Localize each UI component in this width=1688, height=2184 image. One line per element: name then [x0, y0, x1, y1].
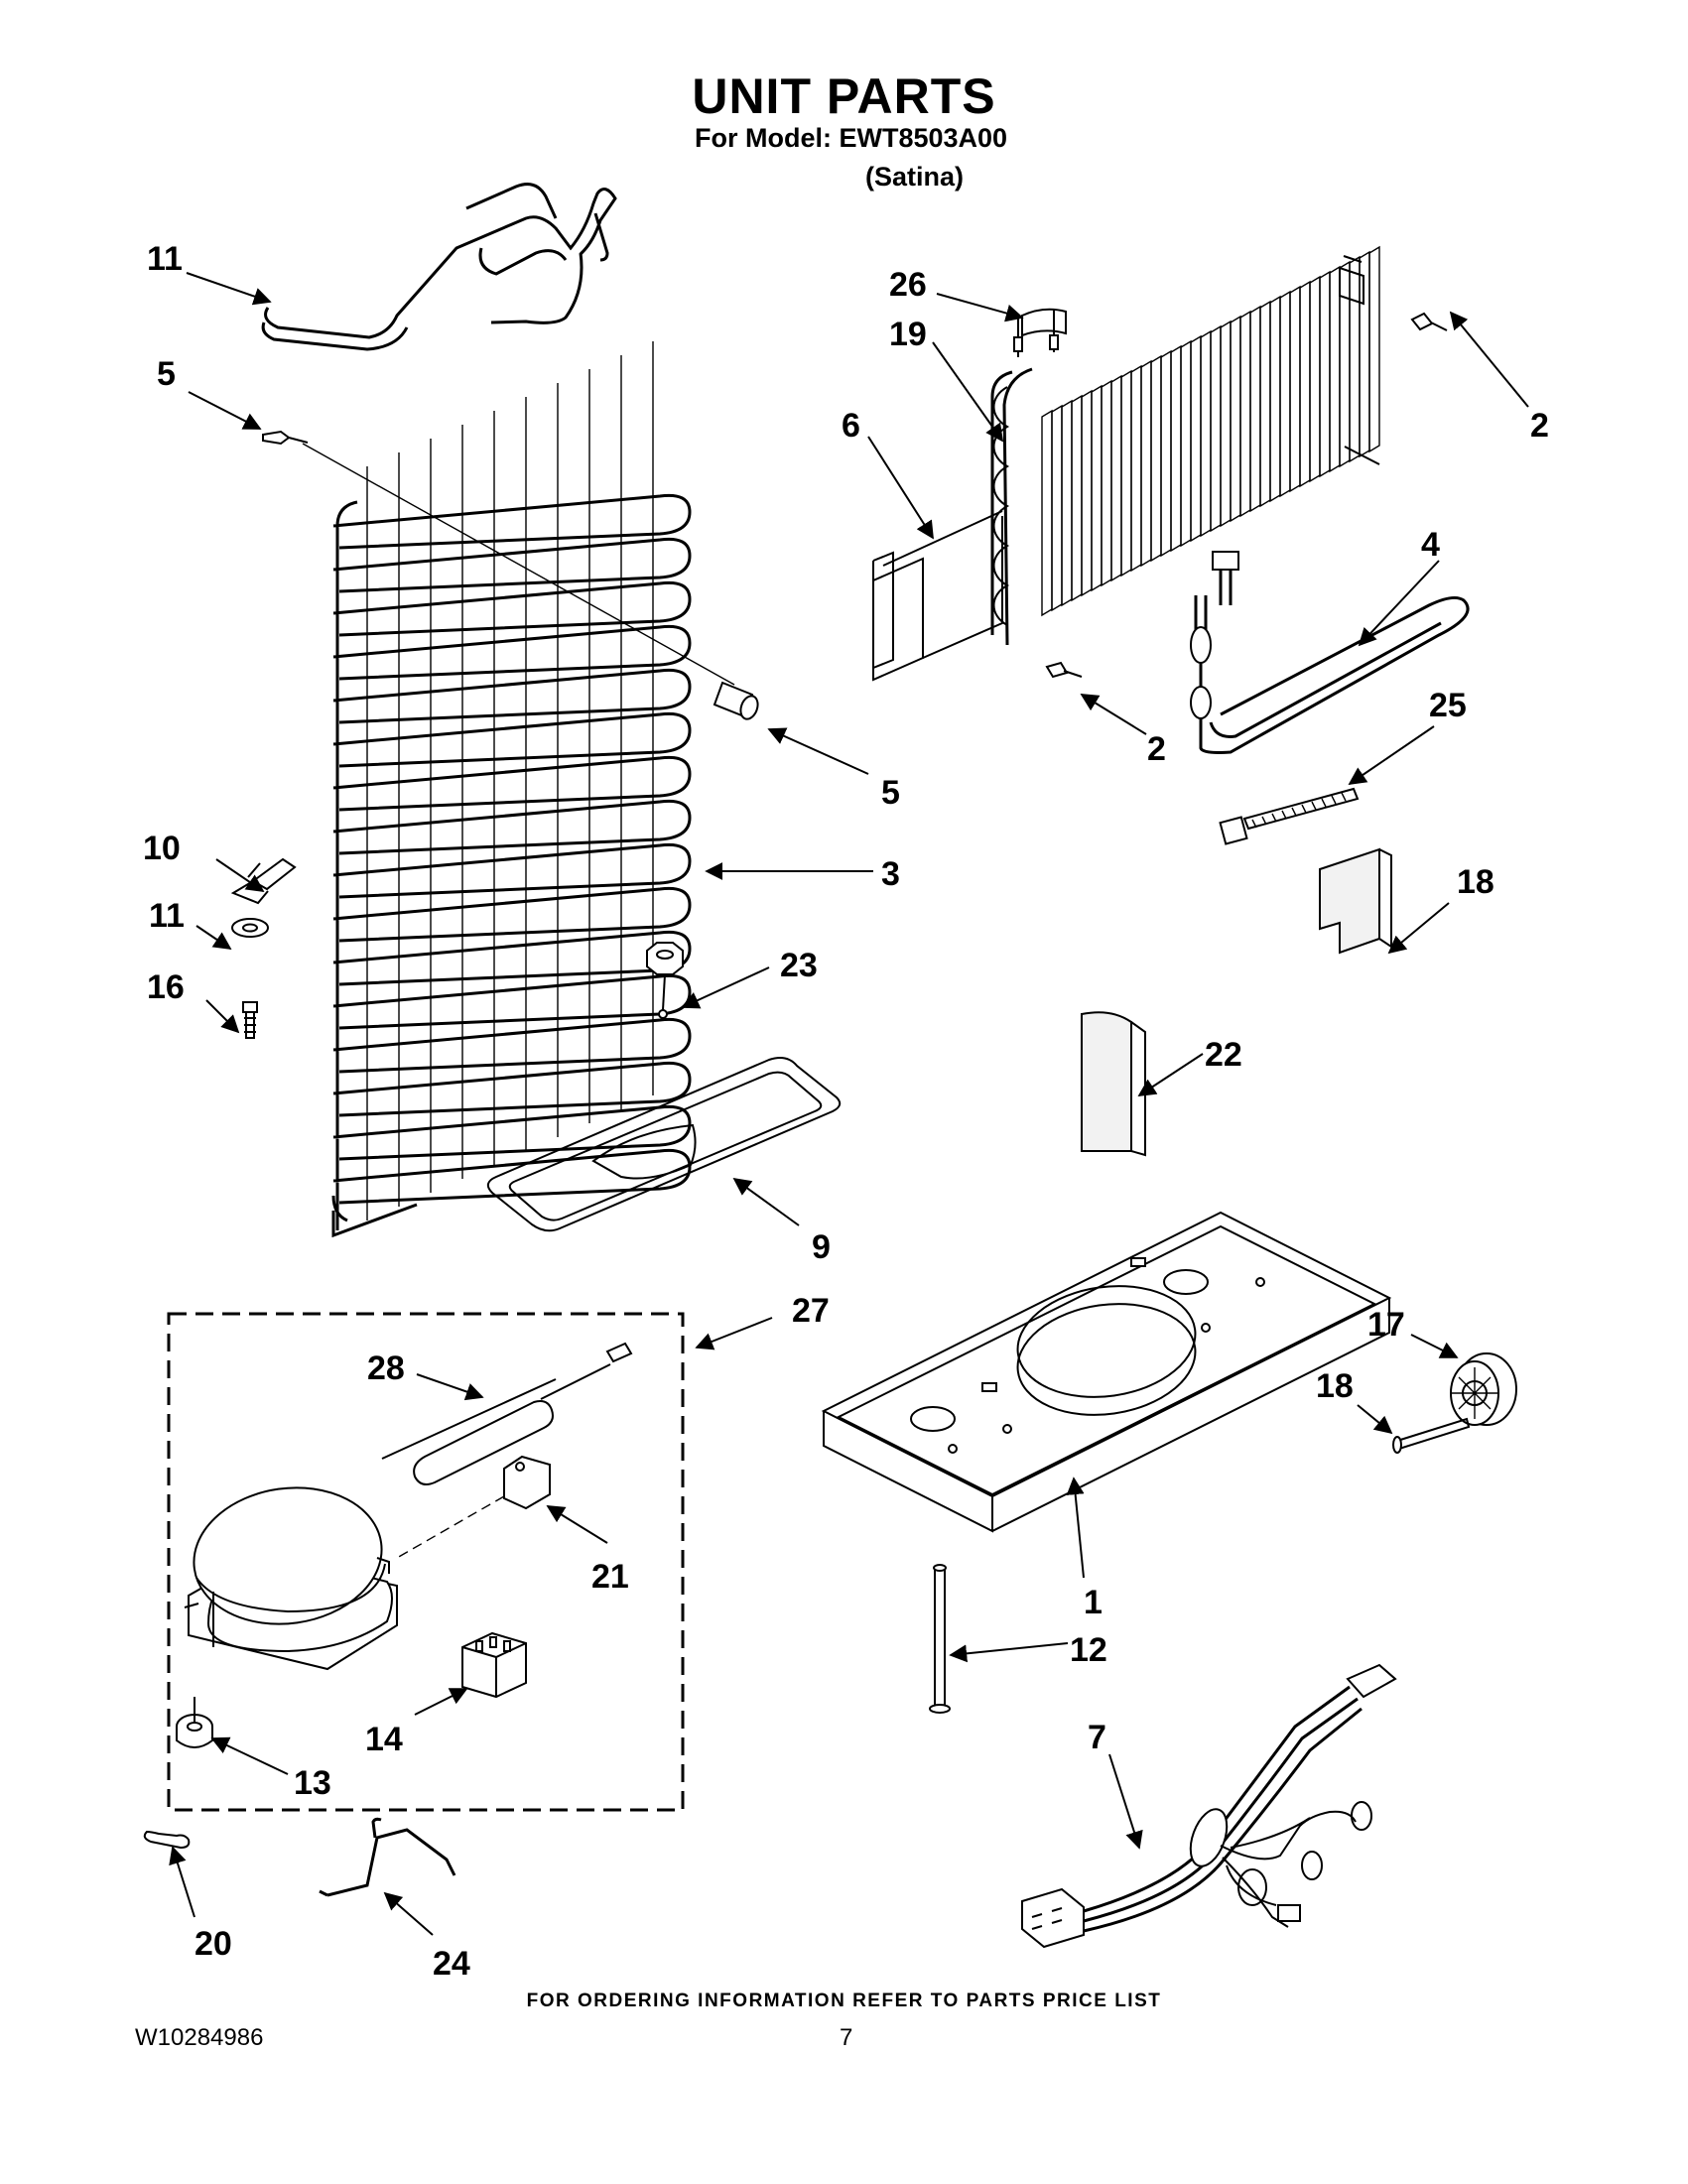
- part-26-cable-tie: [1219, 787, 1360, 845]
- part-14-grommet: [176, 1697, 213, 1748]
- part-10-bracket: [230, 857, 297, 905]
- callout-19: 18: [1457, 863, 1494, 901]
- callout-24: 23: [780, 947, 818, 984]
- part-4-heater: [1190, 551, 1470, 754]
- ordering-note: FOR ORDERING INFORMATION REFER TO PARTS …: [526, 1991, 1162, 2011]
- part-5-grommet: [713, 681, 759, 720]
- callout-7: 6: [842, 407, 860, 445]
- part-2-screw-lower: [1045, 661, 1083, 679]
- part-18-pin: [1392, 1417, 1471, 1454]
- callout-15: 14: [365, 1721, 403, 1758]
- callout-20: 19: [889, 316, 927, 353]
- callout-5: 5: [881, 774, 900, 812]
- part-1-base-pan: [821, 1211, 1392, 1533]
- callout-29: 28: [367, 1349, 405, 1387]
- part-23-foam-block: [1081, 1011, 1146, 1157]
- leader-lines: [169, 272, 1529, 1936]
- document-number: W10284986: [135, 2024, 264, 2051]
- callout-4: 4: [1421, 526, 1440, 564]
- part-9-drain-pan: [486, 1009, 842, 1232]
- callout-18: 18: [1316, 1367, 1354, 1405]
- callout-26: 25: [1429, 687, 1467, 724]
- part-2-screw-upper: [1410, 312, 1448, 331]
- callout-8: 7: [1088, 1719, 1106, 1756]
- compressor-drawing: [184, 1486, 398, 1671]
- callout-23: 22: [1205, 1036, 1242, 1074]
- callout-10: 10: [143, 830, 181, 867]
- variant-subtitle: (Satina): [865, 162, 965, 192]
- part-29-drier: [381, 1342, 633, 1485]
- callout-28: 27: [792, 1292, 830, 1330]
- callout-14: 13: [294, 1764, 331, 1802]
- part-27-clip: [1021, 308, 1067, 337]
- part-28-kit-box: [167, 1312, 685, 1812]
- page-title: UNIT PARTS: [692, 68, 996, 124]
- part-25-wire-bracket: [319, 1817, 456, 1897]
- callout-17: 17: [1367, 1306, 1405, 1344]
- callout-labels: 11 5 26 19 6 2 4 2 25 5 3 18 10 11 16 23…: [143, 240, 1549, 1983]
- callout-2-upper: 2: [1530, 407, 1549, 445]
- model-subtitle: For Model: EWT8503A00: [695, 123, 1008, 153]
- part-6-screw: [262, 430, 735, 686]
- callout-21: 20: [195, 1925, 232, 1963]
- part-24-nut: [646, 942, 684, 1011]
- part-11-washer: [231, 918, 269, 938]
- part-8-wire-harness: [1021, 1663, 1397, 1949]
- callout-2-lower: 2: [1147, 730, 1166, 768]
- callout-25: 24: [433, 1945, 470, 1983]
- part-17-roller: [1450, 1352, 1517, 1426]
- part-7-evaporator: [872, 245, 1380, 682]
- part-21-clip: [143, 1830, 191, 1850]
- callout-27: 26: [889, 266, 927, 304]
- part-22-overload: [396, 1455, 551, 1559]
- callout-12: 11: [147, 240, 183, 278]
- callout-16: 16: [147, 968, 185, 1006]
- part-15-relay: [461, 1631, 527, 1699]
- callout-1: 1: [1084, 1584, 1103, 1621]
- part-16-screw: [242, 1001, 258, 1039]
- callout-22: 21: [591, 1558, 629, 1596]
- part-12-drawing: [261, 183, 617, 351]
- part-13-rod: [929, 1564, 951, 1714]
- part-19-foam-block: [1319, 847, 1392, 955]
- callout-6: 5: [157, 355, 176, 393]
- callout-11: 11: [149, 897, 185, 935]
- part-3-condenser-coil: [331, 341, 692, 1238]
- callout-13: 12: [1070, 1631, 1107, 1669]
- callout-9: 9: [812, 1228, 831, 1266]
- page-number: 7: [840, 2024, 853, 2051]
- callout-3: 3: [881, 855, 900, 893]
